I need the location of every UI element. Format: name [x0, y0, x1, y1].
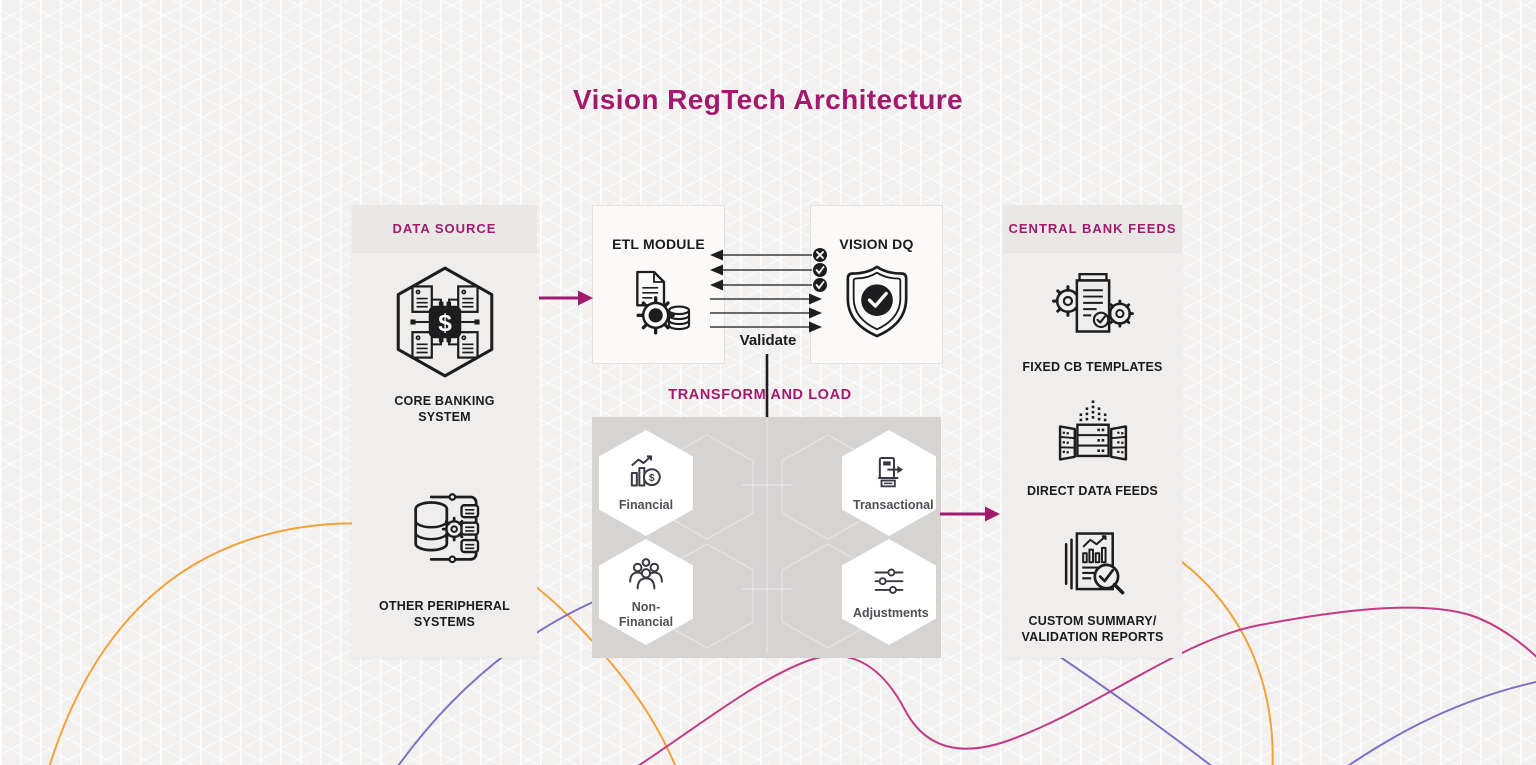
svg-text:$: $ [649, 473, 655, 484]
custom-summary-validation-reports-icon [1064, 532, 1124, 595]
arrow-to-etl [710, 249, 723, 261]
etl-module-label: ETL MODULE [612, 236, 705, 252]
non-financial-icon [629, 558, 663, 590]
data-source-panel: DATA SOURCE [352, 205, 537, 658]
cross-circle-icon [813, 248, 827, 262]
direct-data-feeds-icon [1058, 400, 1127, 461]
transform-box: $ Financial [592, 417, 941, 658]
custom-summary-item: CUSTOM SUMMARY/ VALIDATION REPORTS [1003, 521, 1182, 646]
financial-icon: $ [630, 455, 661, 487]
check-circle-icon [813, 278, 827, 292]
page-title: Vision RegTech Architecture [573, 84, 963, 115]
central-bank-feeds-header: CENTRAL BANK FEEDS [1003, 205, 1182, 253]
shield-check-icon [846, 265, 907, 338]
central-bank-feeds-panel: CENTRAL BANK FEEDS [1003, 205, 1182, 658]
hexagon-label: Non-Financial [618, 600, 674, 629]
core-banking-icon: $ [396, 266, 493, 378]
hexagon-label: Adjustments [853, 606, 929, 621]
arrow-to-dq [809, 321, 822, 333]
arrow-to-etl [710, 264, 723, 276]
core-banking-item: $ CORE BANKING SYSTEM [352, 261, 537, 426]
validate-exchange-arrows [710, 248, 827, 333]
etl-module-icon [635, 270, 690, 335]
hexagon-financial: $ Financial [599, 430, 693, 536]
transactional-icon [878, 457, 904, 488]
direct-data-feeds-label: DIRECT DATA FEEDS [1027, 484, 1158, 498]
hexagon-label: Financial [618, 498, 674, 513]
transform-and-load-label: TRANSFORM AND LOAD [668, 387, 852, 403]
peripheral-systems-item: OTHER PERIPHERAL SYSTEMS [352, 486, 537, 631]
core-banking-label: CORE BANKING SYSTEM [394, 394, 495, 425]
arrow-to-dq [809, 293, 822, 305]
direct-data-feeds-item: DIRECT DATA FEEDS [1003, 397, 1182, 499]
svg-text:$: $ [438, 310, 452, 337]
datasource-to-etl-arrow [539, 290, 593, 306]
validate-label: Validate [739, 332, 797, 349]
fixed-cb-templates-icon [1051, 273, 1134, 333]
transform-to-feeds-arrow [940, 506, 1000, 522]
vision-dq-box: VISION DQ [810, 205, 943, 364]
etl-module-box: ETL MODULE [592, 205, 725, 364]
hexagon-label: Transactional [853, 498, 934, 513]
fixed-cb-templates-label: FIXED CB TEMPLATES [1022, 360, 1163, 374]
vision-dq-label: VISION DQ [839, 236, 914, 252]
fixed-cb-templates-item: FIXED CB TEMPLATES [1003, 267, 1182, 375]
peripheral-systems-icon [413, 493, 479, 564]
arrow-to-etl [710, 279, 723, 291]
check-circle-icon [813, 263, 827, 277]
data-source-header: DATA SOURCE [352, 205, 537, 253]
arrow-to-dq [809, 307, 822, 319]
hexagon-transactional: Transactional [842, 430, 936, 536]
peripheral-systems-label: OTHER PERIPHERAL SYSTEMS [379, 599, 510, 630]
custom-summary-label: CUSTOM SUMMARY/ VALIDATION REPORTS [1021, 614, 1164, 645]
adjustments-icon [874, 568, 904, 595]
